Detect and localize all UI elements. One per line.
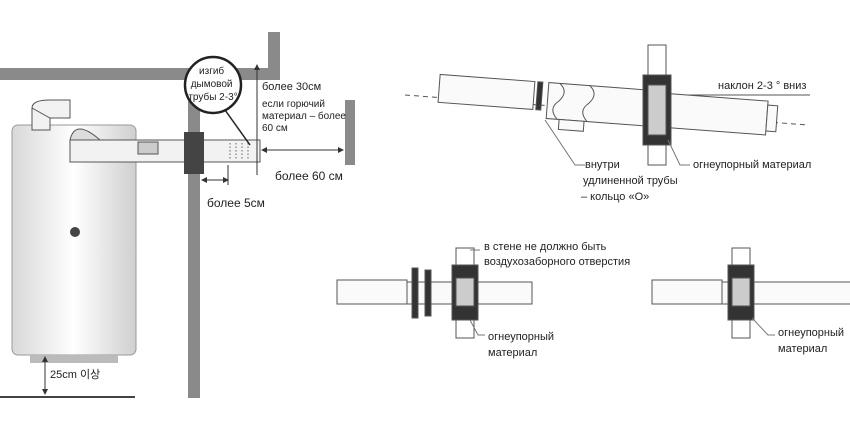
boiler-logo-icon (70, 227, 80, 237)
bend-callout (183, 55, 243, 115)
floor-line (0, 396, 135, 398)
dimension-lines (42, 64, 344, 395)
flue-pipe (31, 99, 261, 174)
wall-note: в стене не должно быть воздухозаборного … (484, 241, 630, 268)
opposite-wall (345, 100, 355, 165)
wall-pass-diagram-right (651, 247, 850, 339)
sloped-pipe-diagram (404, 44, 810, 166)
wall-pass-diagram-left (336, 247, 533, 339)
fireproof-label-top: огнеупорный материал (693, 159, 811, 171)
fireproof-label-bottom-left: огнеупорный материал (488, 331, 557, 359)
wall-protrusion: более 5см (207, 196, 265, 210)
floor-clearance: 25cm 이상 (50, 368, 100, 381)
clearance-front: более 60 см (275, 169, 343, 183)
slope-label: наклон 2-3 ° вниз (718, 80, 806, 92)
combustible-note: если горючий материал – более 60 см (262, 99, 349, 134)
oring-label: внутри удлиненной трубы – кольцо «О» (581, 159, 681, 203)
clearance-top: более 30см (262, 81, 321, 93)
bend-label: изгиб дымовой трубы 2-3° (188, 65, 237, 103)
fireproof-label-bottom-right: огнеупорный материал (778, 327, 847, 355)
boiler (11, 124, 137, 363)
